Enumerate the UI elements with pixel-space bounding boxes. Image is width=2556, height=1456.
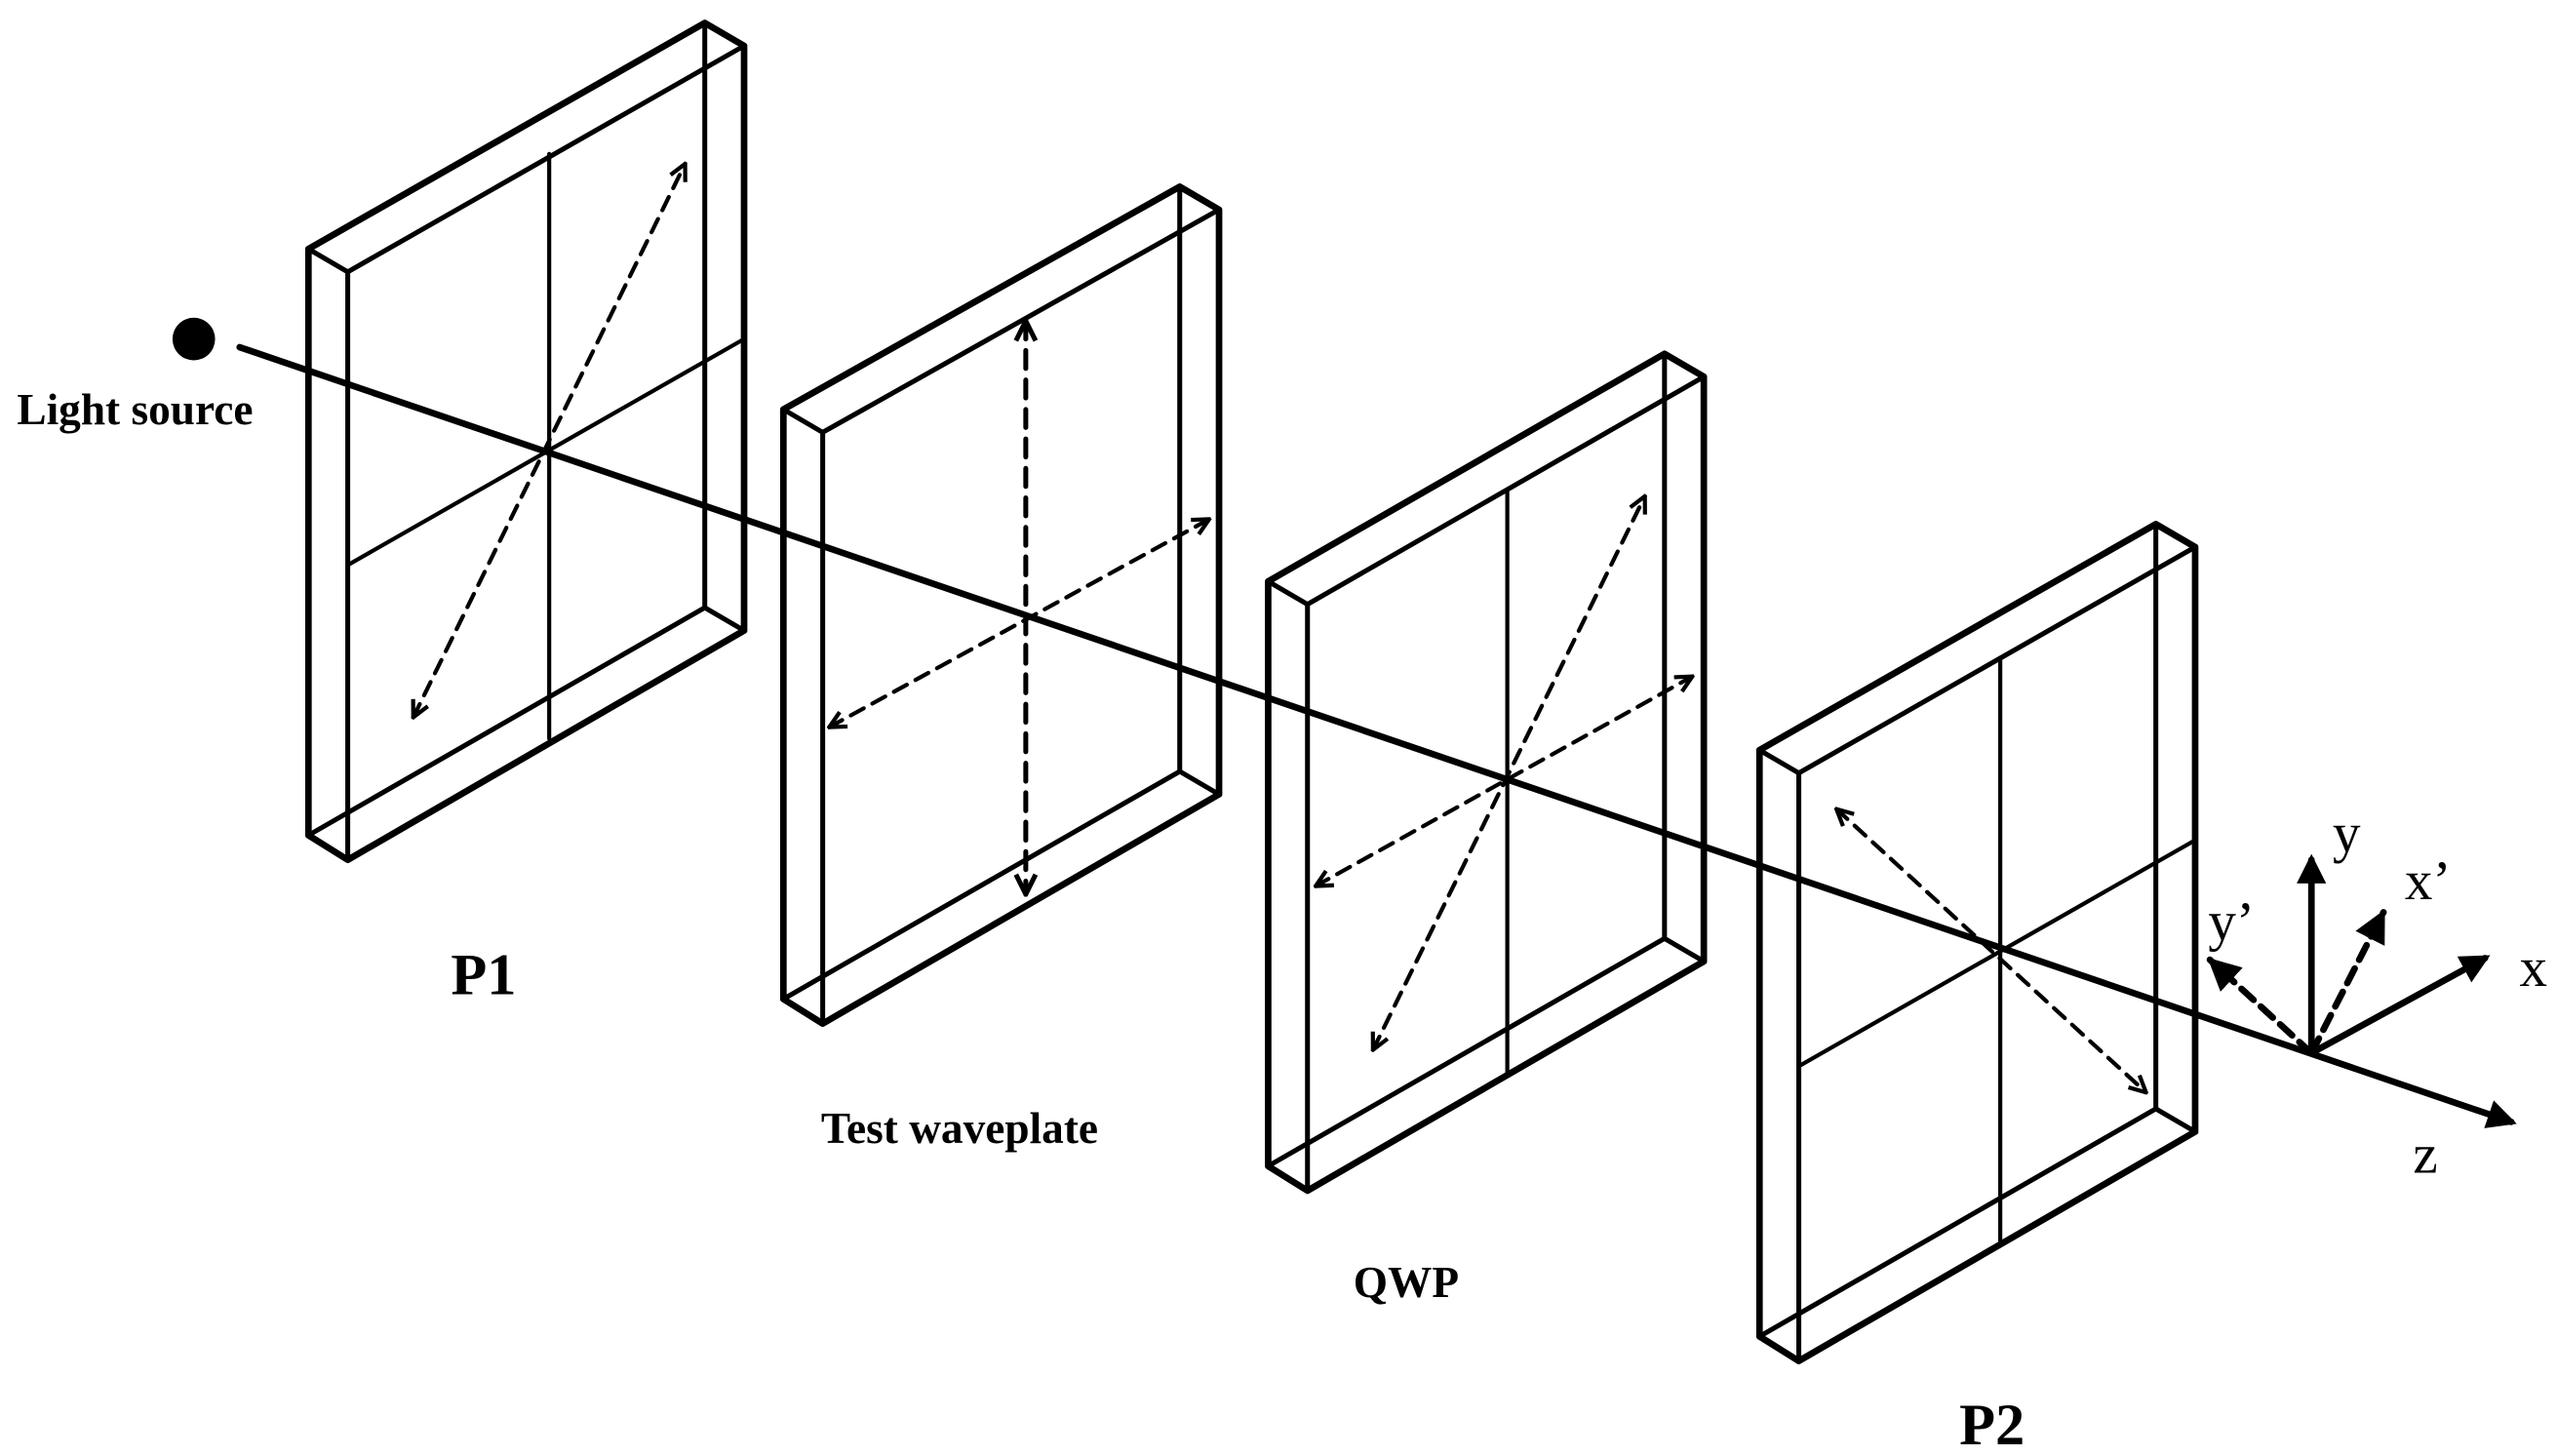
coordinate-system [2206,853,2491,1057]
label-p1: P1 [451,942,516,1007]
p2-transmission-axis [1836,809,2145,1093]
plate-qwp [1265,350,1708,1195]
beam-path-z-axis [236,343,2517,1128]
axis-label-y-prime: y’ [2208,891,2255,953]
axis-label-x: x [2519,937,2547,999]
x-axis-arrow [2307,955,2491,1057]
light-source-dot-icon [172,317,216,361]
axis-label-y: y [2333,803,2361,864]
x-prime-axis-arrow [2307,909,2387,1057]
axis-label-x-prime: x’ [2405,850,2452,912]
light-source-label: Light source [17,385,253,434]
p1-transmission-axis [413,164,686,718]
label-test-waveplate: Test waveplate [821,1104,1098,1153]
qwp-slow-axis [1316,677,1692,886]
axis-label-z: z [2413,1123,2437,1185]
plate-p1 [304,20,748,864]
label-qwp: QWP [1354,1258,1459,1307]
label-p2: P2 [1959,1393,2025,1456]
plate-test-waveplate [779,183,1223,1027]
y-prime-axis-arrow [2206,956,2315,1057]
waveplate-fast-axis [829,519,1209,727]
